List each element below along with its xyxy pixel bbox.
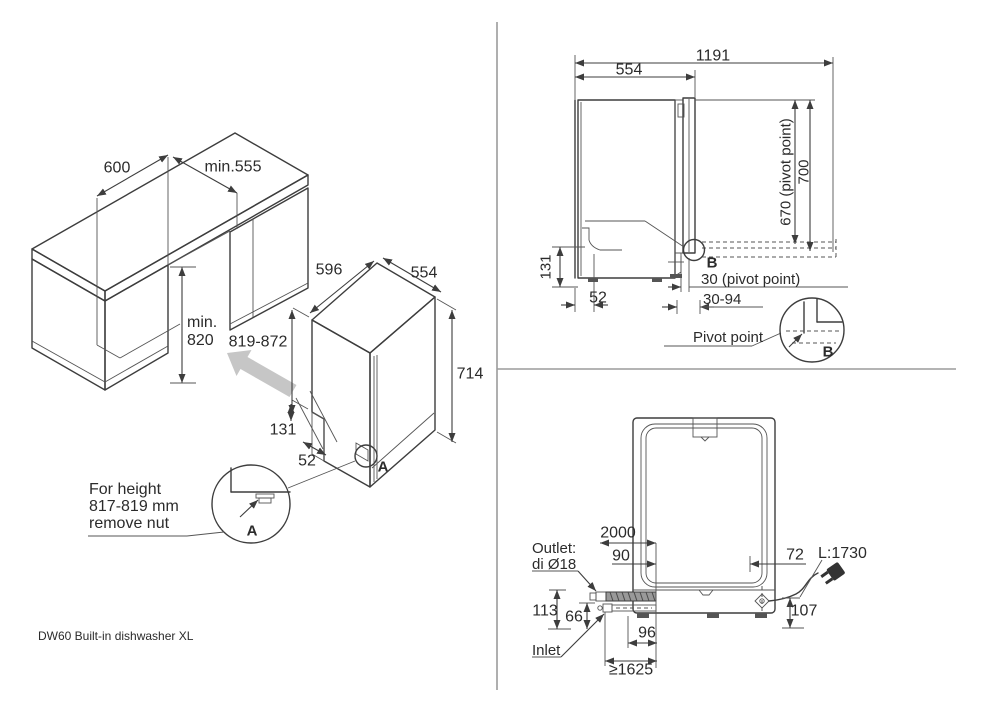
rear-body — [632, 417, 776, 614]
dim-base-inset: 52 — [298, 452, 316, 470]
dim-depth: 554 — [410, 264, 438, 282]
dim-pivot-height: 670 (pivot point) — [777, 118, 795, 226]
dim-adjust-range: 30-94 — [703, 291, 742, 308]
outlet-label: Outlet: di Ø18 — [532, 541, 576, 573]
inlet-label: Inlet — [532, 642, 561, 659]
dim-pivot-offset: 30 (pivot point) — [701, 271, 801, 288]
dim-niche-height-line1: min. — [187, 314, 218, 331]
dim-cord-offset: 72 — [786, 546, 804, 564]
height-note-line2: 817-819 mm — [89, 498, 179, 515]
dim-inlet-height: 66 — [565, 608, 583, 626]
dim-base-height: 131 — [269, 421, 297, 439]
plug-icon — [820, 562, 845, 585]
pivot-marker-circle-b — [682, 238, 706, 262]
iso-view — [31, 132, 457, 544]
dim-side-base-inset: 52 — [589, 289, 607, 307]
side-door — [682, 97, 696, 254]
height-note-line1: For height — [89, 481, 162, 498]
dim-opening-depth: min.555 — [204, 158, 262, 176]
nut-icon — [255, 493, 275, 499]
model-label: DW60 Built-in dishwasher XL — [38, 629, 194, 643]
dishwasher-side-face — [311, 319, 371, 488]
cord-anchor-icon — [754, 593, 770, 609]
detail-circle-a — [211, 464, 291, 544]
dim-side-depth: 554 — [615, 61, 643, 79]
detail-marker-circle-a — [354, 444, 378, 468]
detail-marker-a: A — [377, 458, 389, 476]
dim-hose-reach: ≥1625 — [608, 661, 654, 679]
side-view — [552, 55, 848, 363]
dim-open-height: 700 — [795, 159, 813, 185]
dim-outlet-offset: 90 — [612, 547, 630, 565]
cord-length-label: L:1730 — [818, 545, 867, 562]
dim-niche-height-line2: 820 — [187, 332, 214, 349]
detail-circle-a-label: A — [246, 522, 258, 540]
height-note: For height 817-819 mm remove nut — [89, 481, 179, 532]
slide-arrow-icon — [227, 350, 297, 397]
outlet-hose — [589, 591, 657, 602]
outlet-label-line1: Outlet: — [532, 540, 577, 557]
dim-opening-width: 600 — [103, 159, 131, 177]
pivot-point-label: Pivot point — [693, 329, 764, 346]
dishwasher-door-face — [369, 296, 436, 488]
power-cord — [768, 572, 819, 602]
dim-drain-hose-length: 2000 — [600, 524, 636, 542]
side-body — [577, 99, 676, 279]
dim-door-height: 714 — [456, 365, 484, 383]
dim-inlet-spacing: 96 — [638, 624, 656, 642]
detail-circle-b — [779, 297, 845, 363]
dim-depth-door-open: 1191 — [695, 47, 731, 65]
outlet-label-line2: di Ø18 — [532, 556, 577, 573]
height-note-line3: remove nut — [89, 515, 170, 532]
dim-side-base-height: 131 — [537, 254, 555, 280]
inlet-hose — [597, 603, 657, 613]
rear-view — [532, 417, 845, 668]
pivot-marker-b: B — [706, 254, 718, 272]
dim-width: 596 — [315, 261, 343, 279]
dim-outlet-height: 113 — [532, 602, 558, 620]
dim-total-height: 819-872 — [228, 333, 288, 351]
dim-cord-height: 107 — [790, 602, 818, 620]
detail-circle-b-label: B — [822, 343, 834, 361]
dim-niche-height: min. 820 — [187, 314, 217, 350]
